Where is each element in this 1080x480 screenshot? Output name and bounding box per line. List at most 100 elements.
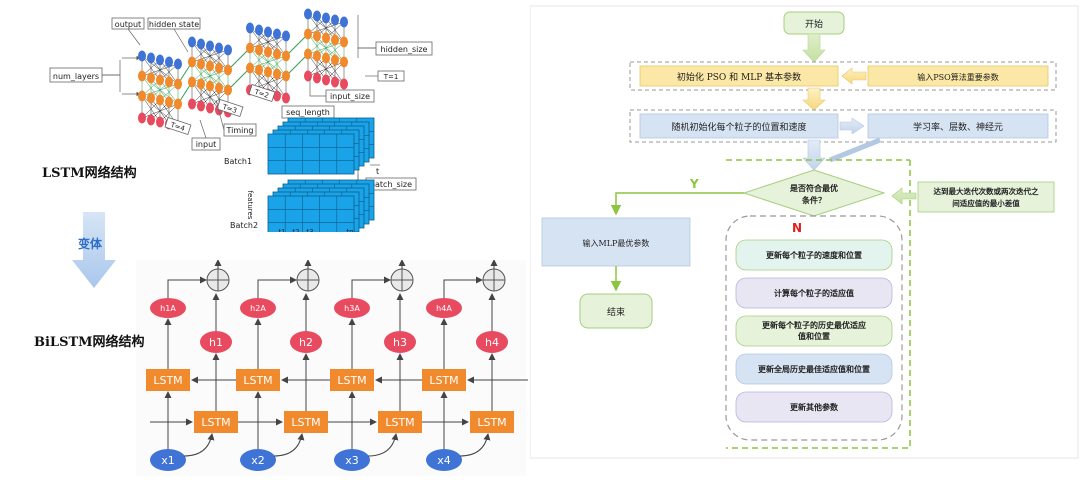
svg-text:seq_length: seq_length [286,108,330,117]
hidden-node [147,92,155,104]
output-node [264,26,272,38]
arrow-left-icon [841,67,867,85]
svg-text:num_layers: num_layers [53,72,99,81]
label-t2: T=2 [248,84,276,102]
output-node [174,58,182,70]
label-input-size: input_size [325,89,375,103]
input-node [147,114,155,126]
output-node [331,14,339,26]
arrow-left-icon [891,187,917,205]
input-node [240,449,276,471]
hidden-node [174,78,182,90]
label-batch2: Batch2 [230,221,258,230]
backward-lstm-cell [146,369,190,391]
svg-text:间适应值的最小差值: 间适应值的最小差值 [952,198,1020,208]
hidden-node [206,60,214,72]
label-hidden-size: hidden_size [375,41,433,56]
hidden-node [273,48,281,60]
input-node [304,70,312,82]
time-tick-label: t3 [306,228,313,232]
input-node [273,90,281,102]
steps-dashed-group [725,215,903,441]
hidden-node [255,44,263,56]
hidden-node [331,34,339,46]
init-dashed-group [629,61,1057,91]
svg-text:output: output [115,20,141,29]
start-node: 开始 [783,11,845,35]
input-label: x4 [437,454,451,467]
output-node [282,30,290,42]
step-box: 计算每个粒子的适应值 [735,277,893,309]
flowchart-panel: 开始 初始化 PSO 和 MLP 基本参数 输入PSO算法重要参数 随机初始化每… [529,0,1080,476]
svg-text:达到最大迭代次数或两次迭代之: 达到最大迭代次数或两次迭代之 [934,186,1039,196]
step-label: 更新其他参数 [790,402,839,412]
arrow-right-icon [839,117,865,135]
lstm-link [249,35,287,49]
hidden-node [273,68,281,80]
svg-text:初始化 PSO 和 MLP 基本参数: 初始化 PSO 和 MLP 基本参数 [677,71,801,83]
lstm-cell-label: LSTM [477,416,506,429]
label-hidden-state: hidden state [147,17,201,30]
arrow-icon [802,87,826,111]
hidden-node [282,50,290,62]
hidden-node [215,82,223,94]
svg-text:条件？: 条件？ [801,195,826,205]
time-tick-label: t2 [292,228,299,232]
input-label: x1 [161,454,175,467]
hidden-node [340,56,348,68]
label-num-layers: num_layers [49,67,103,83]
label-features: features [246,191,254,220]
hidden-node [156,74,164,86]
backward-hidden-node [150,298,186,318]
lstm-cell-label: LSTM [291,416,320,429]
merge-connector [829,137,881,163]
flow-arrow [367,433,399,457]
lstm-link [141,63,179,77]
bilstm-background [136,260,526,476]
input-node [206,102,214,114]
svg-text:T=1: T=1 [383,73,399,81]
lstm-link [141,83,179,97]
forward-hidden-label: h2 [299,336,313,349]
svg-text:input_size: input_size [330,92,370,101]
svg-text:随机初始化每个粒子的位置和速度: 随机初始化每个粒子的位置和速度 [671,121,806,133]
lstm-link [191,69,229,83]
forward-hidden-label: h1 [209,336,223,349]
input-node [340,78,348,90]
label-t1: T=1 [377,70,405,82]
label-output: output [111,17,145,30]
input-label: x3 [345,454,359,467]
forward-hidden-label: h4 [485,336,499,349]
lstm-link [191,89,229,105]
label-t4: T=4 [164,117,192,135]
hidden-node [322,52,330,64]
no-label: N [792,221,802,235]
hidden-node [340,36,348,48]
output-node [215,42,223,54]
input-node [282,92,290,104]
lstm-cell-label: LSTM [429,374,458,387]
step-label: 更新每个粒子的历史最优适应 [762,320,866,330]
output-node [156,54,164,66]
backward-hidden-node [426,298,462,318]
update-steps: 更新每个粒子的速度和位置计算每个粒子的适应值更新每个粒子的历史最优适应值和位置更… [735,239,893,423]
step-label: 值和位置 [798,331,830,341]
forward-hidden-node [200,331,232,353]
lstm-link [307,41,345,55]
input-pso-params-box: 输入PSO算法重要参数 [867,65,1049,87]
input-node [322,74,330,86]
concat-plus-icon [390,268,414,292]
lstm-link [249,55,287,69]
hidden-node [165,96,173,108]
end-node: 结束 [579,293,653,329]
lstm-panel: output hidden state num_layers hidden_si… [40,0,440,237]
svg-text:是否符合最优: 是否符合最优 [789,183,838,193]
hidden-node [188,56,196,68]
backward-lstm-cell [422,369,466,391]
hidden-node [206,80,214,92]
input-node [156,116,164,128]
step-box: 更新全局历史最佳适应值和位置 [735,353,893,385]
input-node [426,449,462,471]
label-timing: Timing [223,123,257,137]
